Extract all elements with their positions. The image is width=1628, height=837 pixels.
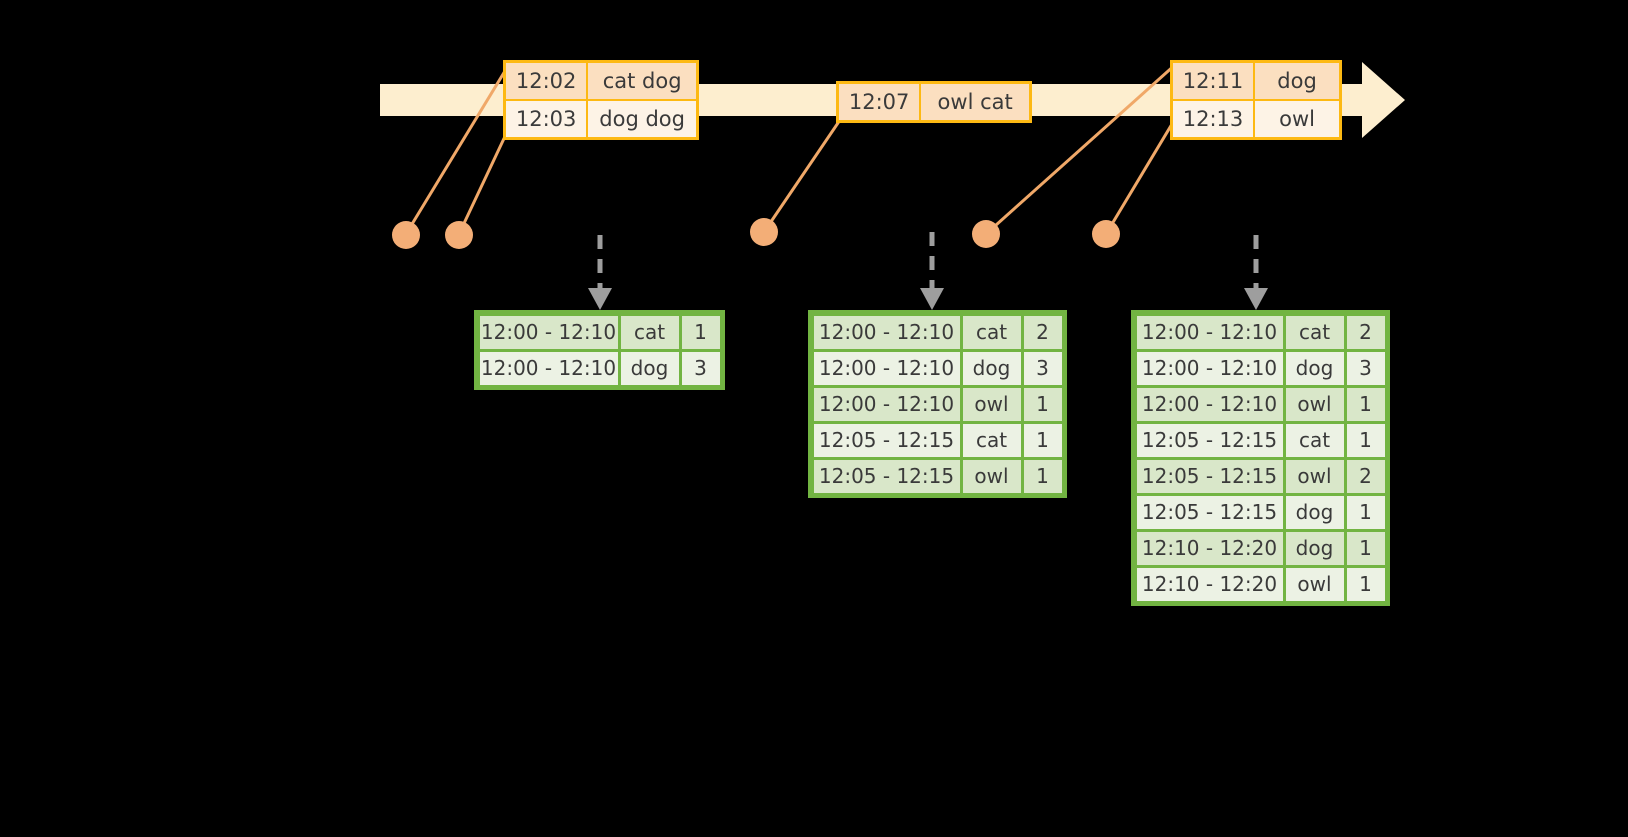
cell-word: dog	[1285, 351, 1344, 385]
cell-window: 12:00 - 12:10	[479, 351, 618, 385]
event-row[interactable]: 12:03 dog dog	[506, 99, 696, 137]
cell-window: 12:00 - 12:10	[1136, 315, 1283, 349]
cell-count: 2	[1346, 315, 1385, 349]
emit-arrows	[597, 232, 1259, 292]
emit-arrow-head-3	[1244, 288, 1268, 310]
connector-line-2	[457, 129, 510, 235]
event-time: 12:03	[506, 101, 589, 137]
cell-count: 1	[1346, 495, 1385, 529]
stream-dot-3	[750, 218, 778, 246]
cell-count: 3	[1023, 351, 1062, 385]
stream-dot-5	[1092, 220, 1120, 248]
event-words: cat dog	[588, 63, 696, 99]
cell-count: 2	[1346, 459, 1385, 493]
cell-window: 12:05 - 12:15	[1136, 459, 1283, 493]
cell-count: 1	[1023, 387, 1062, 421]
cell-word: cat	[962, 423, 1021, 457]
event-words: dog dog	[588, 101, 696, 137]
connector-line-3	[762, 119, 842, 233]
event-group-3[interactable]: 12:11 dog 12:13 owl	[1170, 60, 1342, 140]
event-row[interactable]: 12:07 owl cat	[839, 84, 1029, 120]
cell-window: 12:05 - 12:15	[1136, 423, 1283, 457]
event-words: dog	[1255, 63, 1339, 99]
cell-word: owl	[962, 387, 1021, 421]
cell-window: 12:00 - 12:10	[813, 351, 960, 385]
event-group-1[interactable]: 12:02 cat dog 12:03 dog dog	[503, 60, 699, 140]
cell-word: dog	[620, 351, 679, 385]
event-time: 12:13	[1173, 101, 1256, 137]
cell-word: cat	[962, 315, 1021, 349]
cell-window: 12:00 - 12:10	[1136, 387, 1283, 421]
cell-window: 12:00 - 12:10	[1136, 351, 1283, 385]
cell-count: 1	[1346, 387, 1385, 421]
cell-window: 12:10 - 12:20	[1136, 567, 1283, 601]
cell-window: 12:05 - 12:15	[1136, 495, 1283, 529]
cell-window: 12:05 - 12:15	[813, 459, 960, 493]
cell-count: 1	[1346, 423, 1385, 457]
cell-window: 12:00 - 12:10	[813, 315, 960, 349]
stream-dot-2	[445, 221, 473, 249]
event-words: owl cat	[921, 84, 1029, 120]
stream-dot-1	[392, 221, 420, 249]
stream-dot-4	[972, 220, 1000, 248]
cell-window: 12:00 - 12:10	[813, 387, 960, 421]
cell-word: owl	[1285, 567, 1344, 601]
cell-count: 2	[1023, 315, 1062, 349]
event-time: 12:11	[1173, 63, 1256, 99]
event-time: 12:02	[506, 63, 589, 99]
cell-count: 1	[1346, 567, 1385, 601]
cell-count: 1	[1023, 423, 1062, 457]
event-group-2[interactable]: 12:07 owl cat	[836, 81, 1032, 123]
cell-window: 12:05 - 12:15	[813, 423, 960, 457]
event-row[interactable]: 12:13 owl	[1173, 99, 1339, 137]
cell-window: 12:00 - 12:10	[479, 315, 618, 349]
cell-word: cat	[620, 315, 679, 349]
event-words: owl	[1255, 101, 1339, 137]
cell-word: owl	[1285, 387, 1344, 421]
emit-arrow-head-1	[588, 288, 612, 310]
cell-count: 1	[1023, 459, 1062, 493]
cell-window: 12:10 - 12:20	[1136, 531, 1283, 565]
connector-line-1	[404, 65, 510, 235]
event-row[interactable]: 12:02 cat dog	[506, 63, 696, 99]
cell-count: 3	[681, 351, 720, 385]
connector-line-5	[1104, 123, 1174, 235]
emit-arrow-heads	[588, 288, 1268, 310]
emit-arrow-head-2	[920, 288, 944, 310]
cell-word: dog	[1285, 531, 1344, 565]
cell-word: owl	[962, 459, 1021, 493]
cell-word: cat	[1285, 315, 1344, 349]
cell-word: dog	[1285, 495, 1344, 529]
cell-word: owl	[1285, 459, 1344, 493]
cell-word: dog	[962, 351, 1021, 385]
event-row[interactable]: 12:11 dog	[1173, 63, 1339, 99]
stream-dots	[392, 218, 1120, 249]
cell-count: 1	[1346, 531, 1385, 565]
cell-word: cat	[1285, 423, 1344, 457]
cell-count: 1	[681, 315, 720, 349]
event-time: 12:07	[839, 84, 922, 120]
cell-count: 3	[1346, 351, 1385, 385]
